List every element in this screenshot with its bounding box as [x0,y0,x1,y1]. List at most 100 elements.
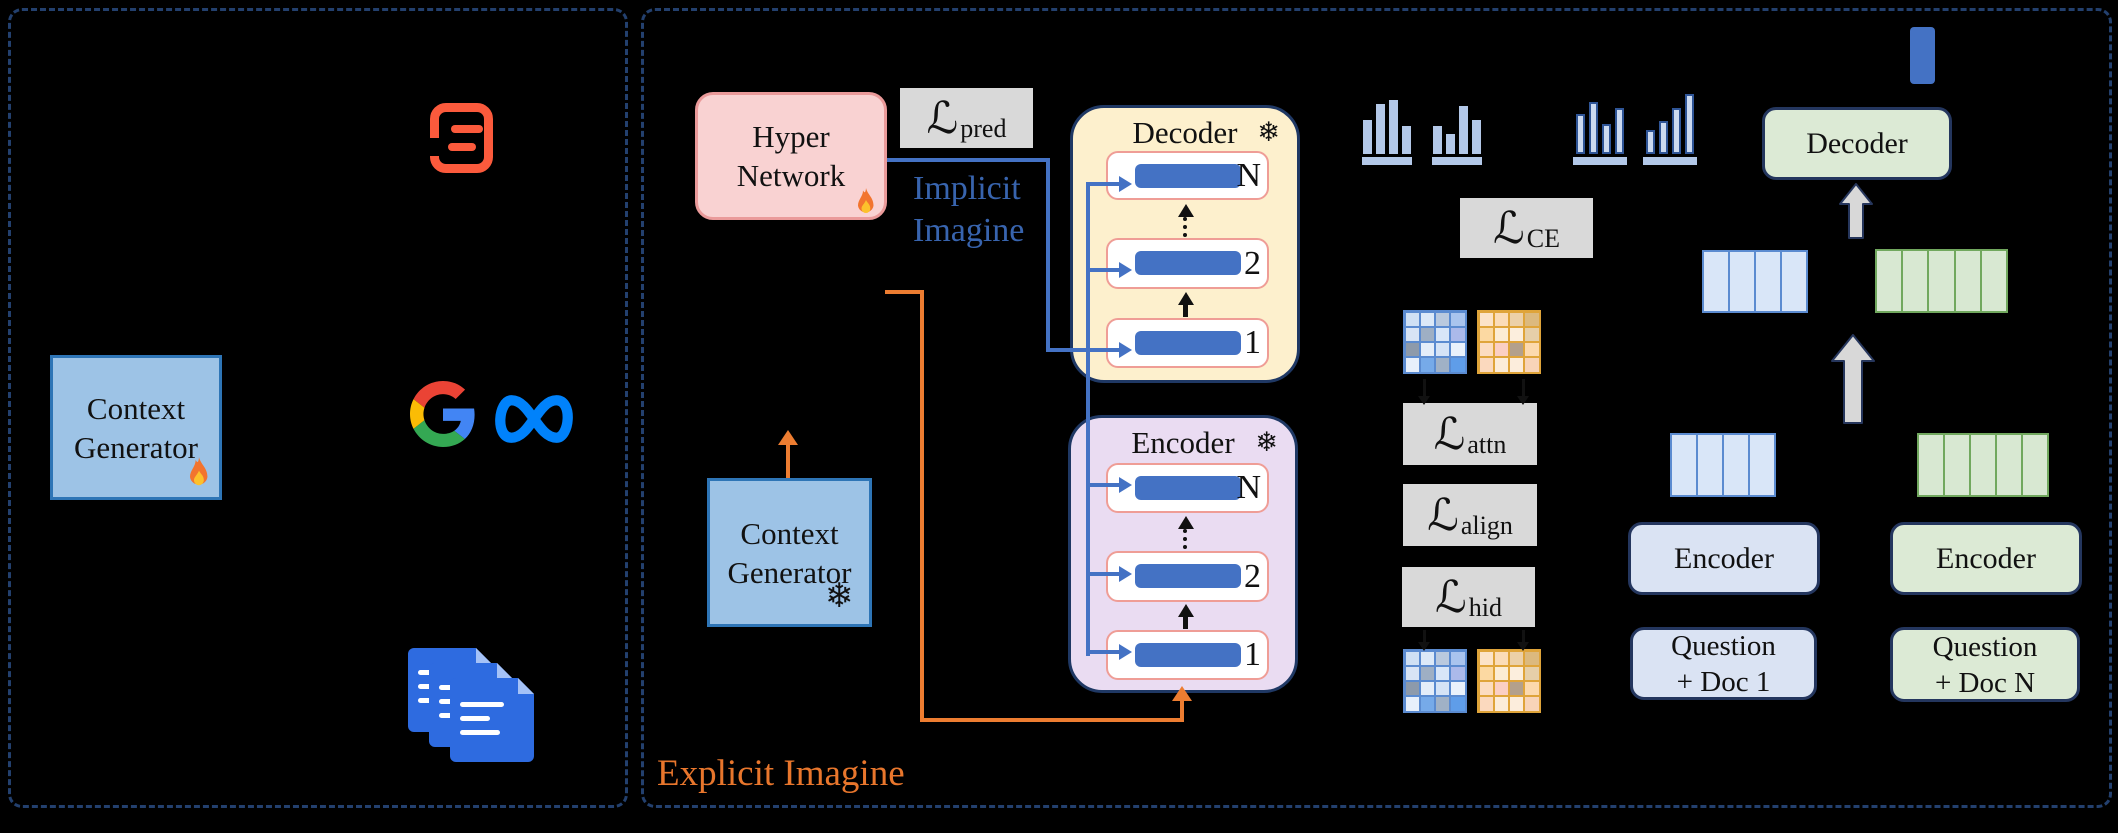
loss-pred-symbol: ℒ [926,92,959,144]
up-arrowhead [1178,292,1194,305]
loss-attn-symbol: ℒ [1433,408,1466,460]
attention-heatmap-blue [1403,310,1467,374]
encoder-layer-1: 1 [1106,630,1269,680]
arrowhead [1119,176,1132,192]
flame-icon [190,457,208,486]
hidden-state-bar [1135,331,1241,355]
snowflake-icon: ❄ [1255,427,1278,457]
layer-label: 1 [1244,636,1261,673]
fusion-decoder-box: Decoder [1762,107,1952,180]
up-arrow [1183,304,1188,317]
token-strip-green [1917,433,2049,497]
document-page [450,678,534,762]
context-generator-trainable: Context Generator [50,355,222,500]
explicit-imagine-connector [920,718,1184,722]
encoder-right-label: Encoder [1936,541,2036,575]
context-generator-frozen: Context Generator ❄ [707,478,872,627]
page-fold [518,678,534,694]
attention-heatmap-orange [1477,310,1541,374]
encoder-stack-title: Encoder [1131,425,1235,460]
arrowhead [1418,642,1430,651]
dotted-up-arrow [1183,217,1187,237]
hidden-state-bar [1135,251,1241,275]
arrowhead [1119,644,1132,660]
decoder-layer-2: 2 [1106,238,1269,289]
implicit-imagine-branch [1086,182,1122,186]
implicit-imagine-label: Implicit Imagine [913,170,1025,249]
arrowhead [1119,566,1132,582]
implicit-imagine-branch [1086,650,1122,654]
token-strip-blue [1670,433,1776,497]
loss-ce-sub: CE [1526,224,1560,253]
question-docN-line1: Question [1932,630,2038,663]
loss-pred-sub: pred [960,114,1007,143]
question-doc1-box: Question + Doc 1 [1630,627,1817,700]
hyper-network-label: Hyper Network [736,119,846,193]
left-panel [8,8,628,808]
encoder-right-box: Encoder [1890,522,2082,595]
implicit-imagine-branch [1086,572,1122,576]
loss-align-symbol: ℒ [1427,489,1459,541]
decoder-layer-N: N [1106,151,1269,200]
snowflake-icon: ❄ [1257,117,1280,147]
explicit-imagine-connector [920,290,924,722]
arrowhead [1517,642,1529,651]
explicit-imagine-connector [885,290,924,294]
question-docN-box: Question + Doc N [1890,627,2080,702]
arrowhead [1119,342,1132,358]
implicit-imagine-connector [1046,158,1050,352]
script-icon [429,103,493,173]
arrowhead [1172,686,1192,701]
layer-label: N [1236,156,1261,194]
token-strip-blue [1702,250,1808,313]
decoder-stack: Decoder ❄ N 2 1 [1070,105,1300,383]
token-strip-green [1875,249,2008,313]
hidden-state-bar [1135,564,1241,588]
implicit-imagine-connector [1086,182,1090,656]
decoder-stack-title: Decoder [1132,115,1238,150]
google-logo [410,381,475,447]
layer-label: N [1236,469,1261,506]
question-doc1-line1: Question [1671,629,1776,662]
loss-ce-symbol: ℒ [1493,202,1525,254]
meta-logo [495,395,573,443]
arrowhead [1119,477,1132,493]
implicit-imagine-branch [1086,268,1122,272]
hidden-state-bar [1135,476,1241,500]
script-icon-notch [429,138,440,156]
text-line [460,716,490,721]
up-arrowhead [1178,604,1194,617]
text-line [460,730,500,735]
layer-label: 2 [1244,244,1261,282]
context-generator-label: Context Generator [74,390,198,465]
page-fold [476,648,492,664]
script-icon-line [448,143,476,151]
arrowhead [778,430,798,445]
arrowhead [1418,396,1430,405]
script-icon-line [451,125,483,133]
output-token-chip [1910,27,1935,84]
connector [1423,379,1426,396]
layer-label: 2 [1244,557,1261,595]
up-arrow [1183,616,1188,629]
flame-icon [858,188,874,213]
fusion-decoder-label: Decoder [1806,126,1908,160]
loss-hid-symbol: ℒ [1435,571,1467,623]
snowflake-icon: ❄ [825,578,854,615]
text-line [460,702,504,707]
arrowhead [1517,396,1529,405]
implicit-imagine-connector [887,158,1050,162]
implicit-imagine-branch [1086,483,1122,487]
loss-align-sub: align [1460,511,1513,540]
documents-icon [408,648,534,762]
distribution-histogram-icon [1573,102,1627,165]
up-block-arrow [1839,183,1873,239]
hidden-state-bar [1135,164,1241,188]
decoder-layer-1: 1 [1106,318,1269,368]
context-generator-label: Context Generator [727,515,852,590]
hidden-state-heatmap-orange [1477,649,1541,713]
implicit-imagine-connector [1046,348,1122,352]
